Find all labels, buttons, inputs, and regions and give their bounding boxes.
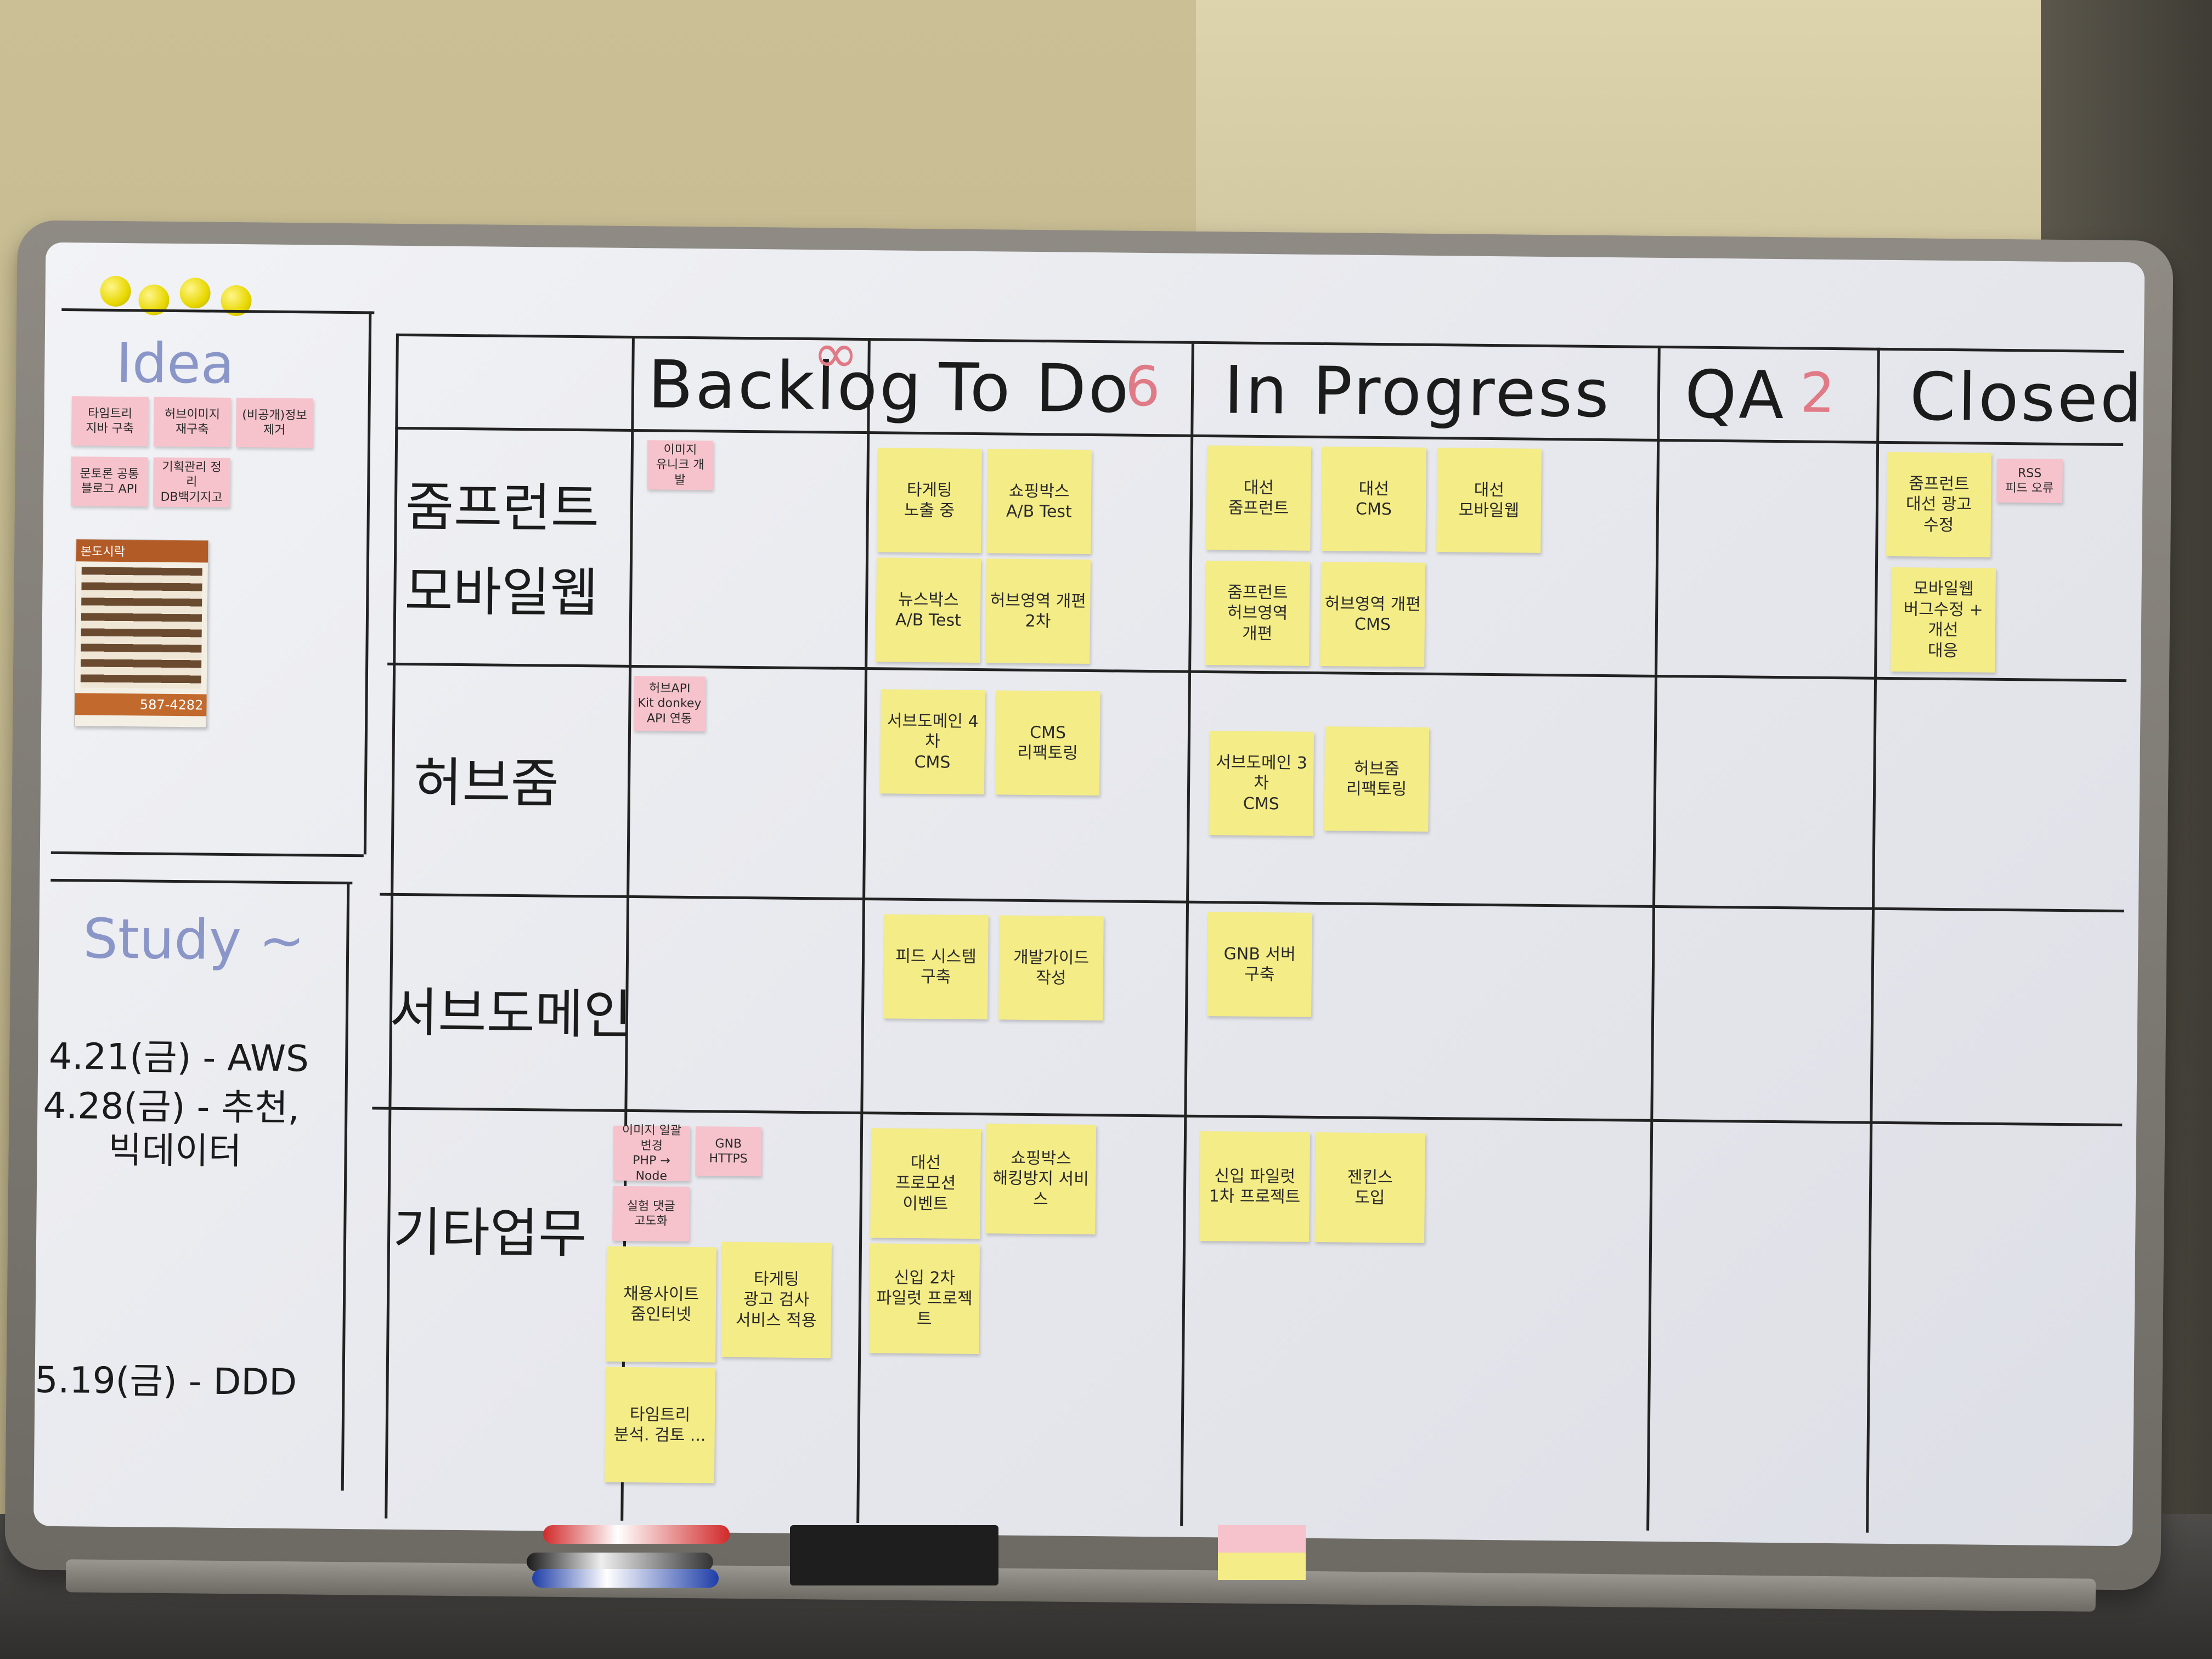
black-marker — [527, 1553, 713, 1571]
flyer-menu — [80, 567, 202, 689]
sticky-note: 허브영역 개편 CMS — [1320, 562, 1426, 667]
study-title: Study ~ — [82, 906, 306, 973]
sticky-note: 쇼핑박스 해킹방지 서비스 — [985, 1124, 1097, 1235]
sticky-note: 허브API Kit donkey API 연동 — [634, 676, 706, 732]
lunch-flyer: 본도시락 587-4282 — [74, 539, 209, 728]
column-header-in-progress: In Progress — [1223, 352, 1612, 433]
idea-note: 타임트리 지바 구축 — [71, 396, 149, 447]
col-divider — [1646, 345, 1661, 1531]
col-divider — [856, 338, 871, 1523]
sticky-note: 대선 모바일웹 — [1436, 448, 1542, 553]
sticky-note: 모바일웹 버그수정 + 개선 대응 — [1891, 567, 1996, 673]
sticky-note: 줌프런트 대선 광고 수정 — [1886, 452, 1991, 557]
sticky-note: 대선 CMS — [1321, 447, 1427, 552]
sticky-note: 타게팅 광고 검사 서비스 적용 — [721, 1242, 832, 1358]
blue-marker — [532, 1569, 719, 1588]
sticky-note: RSS 피드 오류 — [1996, 458, 2063, 503]
eraser — [790, 1525, 998, 1585]
row-label-hub-zum: 허브줌 — [413, 752, 560, 815]
wip-limit: 6 — [1125, 354, 1161, 419]
flyer-phone: 587-4282 — [75, 693, 207, 716]
sticky-note: 이미지 유니크 개발 — [647, 440, 714, 490]
row-label-subdomain: 서브도메인 — [389, 981, 633, 1046]
sticky-note: 대선 줌프런트 — [1206, 445, 1312, 551]
sticky-note: 젠킨스 도입 — [1314, 1132, 1426, 1243]
sticky-note: 타게팅 노출 중 — [877, 448, 982, 554]
sticky-note: 신입 2차 파일럿 프로젝트 — [869, 1243, 980, 1355]
whiteboard: Idea Study ~ 4.21(금) - AWS 4.28(금) - 추천,… — [33, 242, 2145, 1547]
column-header-qa: QA — [1684, 357, 1787, 435]
sticky-note: 신입 파일럿 1차 프로젝트 — [1199, 1131, 1311, 1242]
idea-box-top — [61, 308, 375, 314]
column-header-backlog: Backlog — [647, 347, 924, 426]
sticky-note: 뉴스박스 A/B Test — [876, 557, 981, 663]
row-label-etc: 기타업무 — [392, 1201, 588, 1265]
sticky-note: 서브도메인 4차 CMS — [879, 689, 985, 795]
idea-note: 문토론 공통 블로그 API — [70, 456, 148, 507]
column-header-todo: To Do — [938, 349, 1131, 428]
sticky-note: 줌프런트 허브영역 개편 — [1205, 561, 1311, 666]
wip-limit: 2 — [1799, 360, 1836, 426]
sticky-pad — [1218, 1525, 1306, 1580]
wip-limit: ∞ — [812, 321, 859, 386]
sticky-note: 채용사이트 줌인터넷 — [605, 1246, 716, 1363]
sticky-note: 허브줌 리팩토링 — [1324, 726, 1430, 832]
row-label-zum-front: 줌프런트 모바일웹 — [404, 476, 600, 624]
row-divider — [380, 893, 2125, 913]
idea-title: Idea — [115, 330, 235, 396]
study-box-top — [50, 878, 353, 885]
sticky-note: 이미지 일괄 변경 PHP → Node — [613, 1124, 691, 1183]
sticky-note: 쇼핑박스 A/B Test — [986, 449, 1092, 555]
idea-note: 기획관리 정리 DB백기지고 — [153, 457, 230, 507]
column-header-closed: Closed — [1909, 359, 2145, 438]
sticky-note: 타임트리 분석. 검토 ... — [604, 1367, 715, 1483]
whiteboard-frame: Idea Study ~ 4.21(금) - AWS 4.28(금) - 추천,… — [4, 220, 2174, 1590]
col-divider — [1866, 347, 1880, 1533]
sticky-note: CMS 리팩토링 — [995, 690, 1101, 796]
sticky-note: GNB HTTPS — [695, 1126, 762, 1177]
idea-note: 허브이미지 재구축 — [153, 397, 231, 447]
red-marker — [543, 1525, 730, 1544]
study-box-right — [341, 882, 350, 1491]
study-item: 5.19(금) - DDD — [35, 1358, 297, 1404]
sticky-note: 허브영역 개편 2차 — [985, 558, 1091, 664]
idea-box-bottom — [50, 851, 364, 857]
sticky-note: GNB 서버 구축 — [1207, 912, 1312, 1017]
idea-note: (비공개)정보 제거 — [235, 398, 313, 448]
sticky-note: 개발가이드 작성 — [998, 915, 1104, 1021]
magnet-icon — [100, 275, 131, 307]
sticky-note: 실험 댓글 고도화 — [612, 1186, 690, 1242]
sticky-note: 서브도메인 3차 CMS — [1209, 731, 1314, 836]
flyer-title: 본도시락 — [76, 539, 208, 563]
study-item: 빅데이터 — [108, 1128, 242, 1173]
study-item: 4.21(금) - AWS — [48, 1035, 309, 1080]
sticky-note: 대선 프로모션 이벤트 — [870, 1128, 981, 1239]
label-col-left — [385, 333, 399, 1519]
magnet-icon — [179, 278, 211, 309]
sticky-note: 피드 시스템 구축 — [883, 914, 989, 1020]
idea-box-right — [363, 311, 372, 855]
col-divider — [1180, 341, 1194, 1526]
